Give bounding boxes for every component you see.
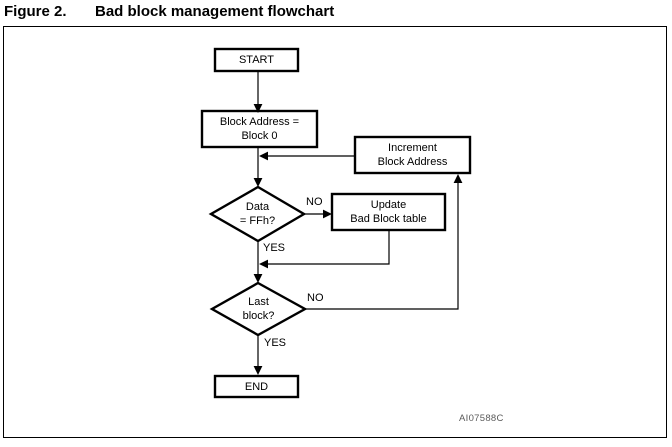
data-check-diamond-shape (208, 185, 307, 243)
edge-last-no-to-increment (305, 183, 459, 310)
increment-line1: Increment (388, 142, 437, 154)
start-node-text: START (238, 54, 275, 66)
data-check-line1: Data (245, 201, 270, 213)
increment-node-shape (353, 135, 472, 175)
arrowhead-update-into-trunk (259, 259, 268, 269)
arrowhead-into-end (253, 366, 263, 375)
end-node-text: END (244, 380, 269, 393)
arrowhead-into-data-check (253, 178, 263, 187)
data-check-node-label: Data = FFh? (211, 192, 304, 236)
update-node-label: Update Bad Block table (332, 194, 445, 230)
arrowhead-into-block-address (253, 104, 263, 113)
arrowhead-into-update (323, 209, 332, 219)
last-block-node-label: Last block? (212, 288, 305, 330)
update-line1: Update (370, 199, 407, 211)
last-block-diamond-shape (209, 281, 308, 337)
start-node-label: START (215, 49, 298, 71)
block-address-line2: Block 0 (241, 130, 278, 142)
last-block-line2: block? (242, 310, 275, 322)
start-node-shape (213, 47, 300, 73)
block-address-node-shape (200, 109, 319, 149)
edge-update-to-yes-junction (268, 230, 390, 265)
end-node-shape (213, 374, 300, 399)
block-address-line1: Block Address = (219, 116, 300, 128)
update-node-shape (330, 192, 447, 232)
block-address-node-label: Block Address = Block 0 (202, 111, 317, 147)
edge-label-data-yes: YES (263, 242, 286, 254)
data-check-line2: = FFh? (239, 215, 276, 227)
last-block-line1: Last (248, 296, 269, 308)
figure-title-text: Bad block management flowchart (95, 3, 335, 20)
figure-title: Figure 2. Bad block management flowchart (4, 2, 334, 21)
figure-number-label: Figure 2. (4, 3, 67, 20)
arrowhead-increment-into-trunk (259, 151, 268, 161)
edge-label-last-no: NO (307, 292, 324, 304)
edge-label-last-yes: YES (264, 337, 287, 349)
update-line2: Bad Block table (350, 213, 427, 225)
arrowhead-into-increment (453, 174, 463, 183)
arrowhead-into-last-block (253, 274, 263, 283)
figure-watermark: AI07588C (459, 413, 504, 424)
edge-label-data-no: NO (306, 196, 323, 208)
increment-node-label: Increment Block Address (355, 137, 470, 173)
figure-frame (3, 26, 667, 438)
end-node-label: END (215, 376, 298, 397)
increment-line2: Block Address (377, 156, 448, 168)
